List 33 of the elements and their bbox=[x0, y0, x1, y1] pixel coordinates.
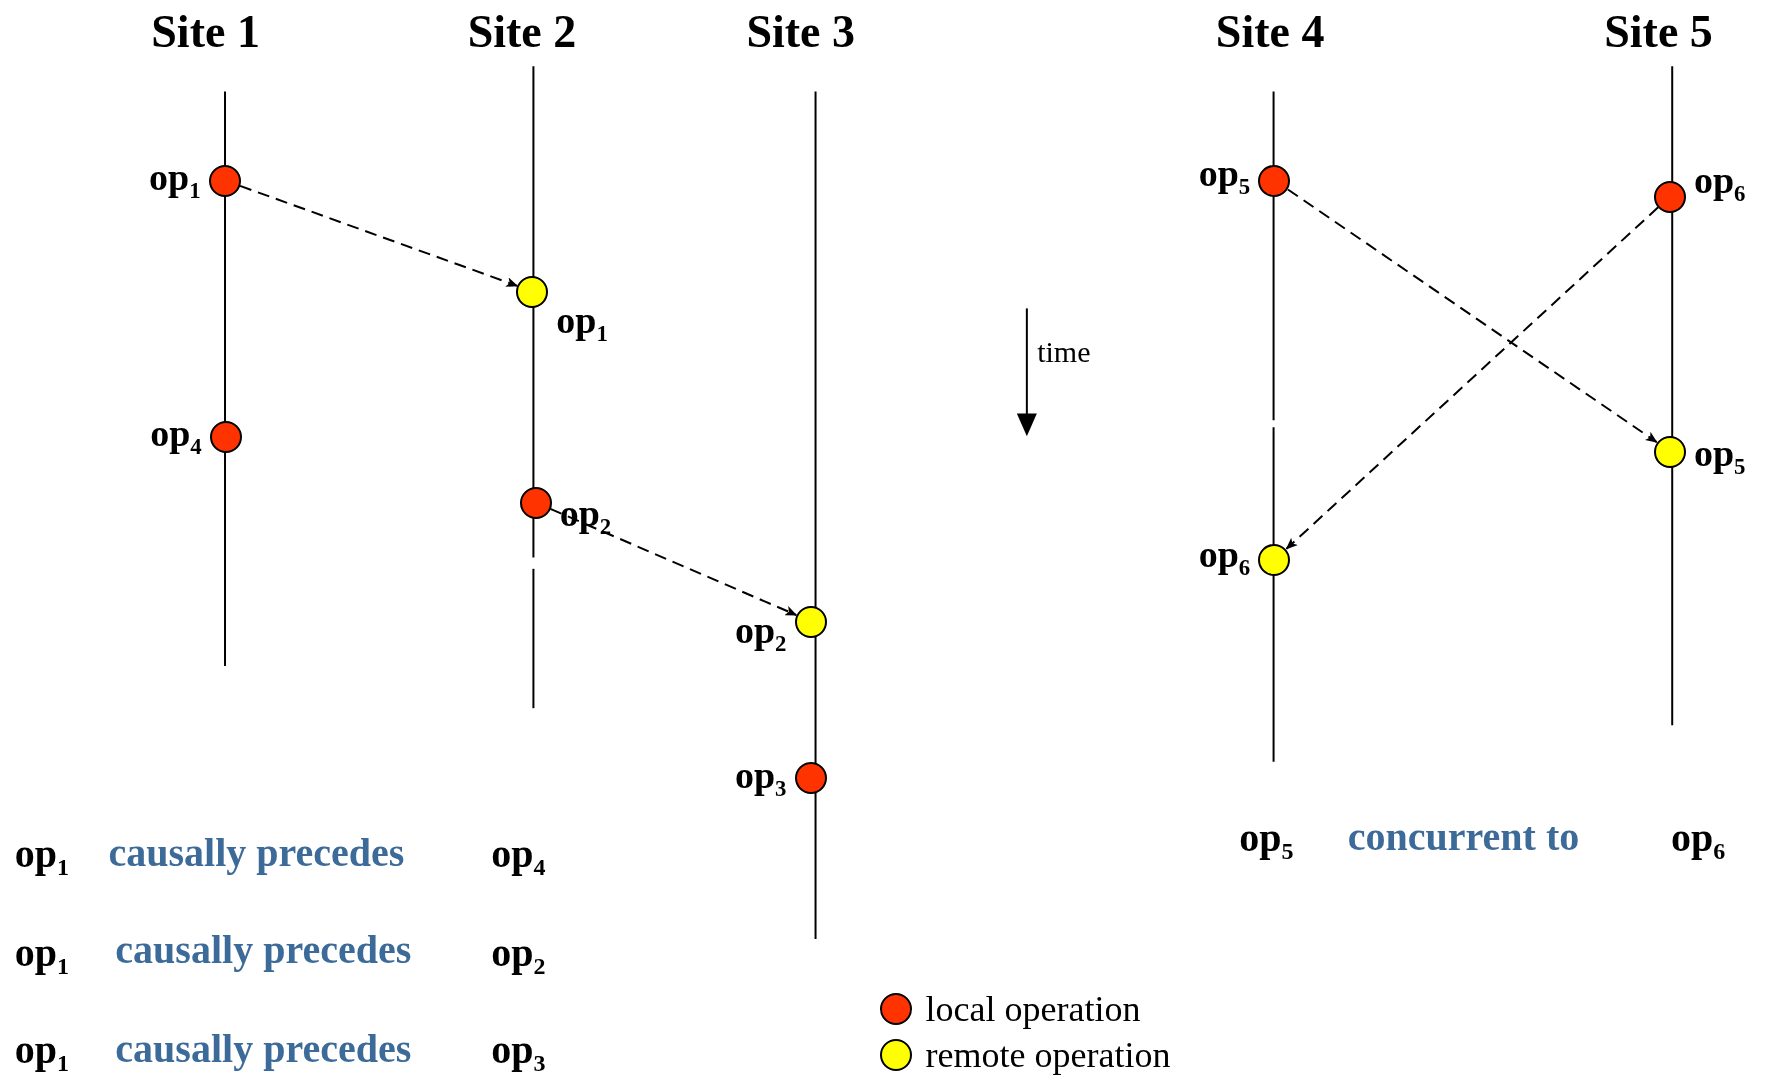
dashed-arrow bbox=[1286, 188, 1658, 444]
operation-label: op$_{2}$ bbox=[733, 610, 788, 656]
legend-label: local operation bbox=[925, 990, 1141, 1027]
operation-label: op$_{1}$ bbox=[14, 831, 70, 880]
relation-text: concurrent to bbox=[1347, 815, 1580, 860]
site-heading: Site 1 bbox=[151, 6, 260, 58]
operation-label: op$_{3}$ bbox=[491, 1027, 546, 1077]
axis-label: time bbox=[1037, 334, 1091, 368]
operation-label: op$_{2}$ bbox=[491, 930, 546, 980]
site-heading: Site 5 bbox=[1604, 6, 1713, 58]
site-heading: Site 2 bbox=[467, 6, 577, 58]
operation-label: op$_{4}$ bbox=[491, 831, 546, 880]
operation-label: op$_{6}$ bbox=[1692, 160, 1747, 206]
operation-label: op$_{1}$ bbox=[14, 1027, 70, 1077]
site-heading: Site 4 bbox=[1215, 6, 1325, 58]
legend-label: remote operation bbox=[925, 1036, 1171, 1073]
operation-label: op$_{5}$ bbox=[1239, 815, 1294, 864]
operation-label: op$_{1}$ bbox=[14, 930, 70, 980]
relation-text: causally precedes bbox=[108, 831, 405, 876]
operation-label: op$_{4}$ bbox=[149, 414, 203, 460]
dashed-arrow bbox=[549, 507, 798, 617]
operation-label: op$_{6}$ bbox=[1671, 815, 1726, 864]
operation-label: op$_{6}$ bbox=[1197, 535, 1252, 581]
operation-label: op$_{3}$ bbox=[733, 755, 788, 801]
operation-label: op$_{5}$ bbox=[1692, 433, 1747, 479]
operation-label: op$_{5}$ bbox=[1197, 153, 1252, 199]
operation-label: op$_{1}$ bbox=[555, 301, 609, 346]
relation-text: causally precedes bbox=[115, 928, 412, 973]
dashed-arrow bbox=[1285, 206, 1660, 550]
dashed-arrow bbox=[239, 184, 519, 287]
site-heading: Site 3 bbox=[746, 6, 855, 58]
relation-text: causally precedes bbox=[115, 1026, 412, 1071]
operation-label: op$_{1}$ bbox=[148, 158, 202, 204]
